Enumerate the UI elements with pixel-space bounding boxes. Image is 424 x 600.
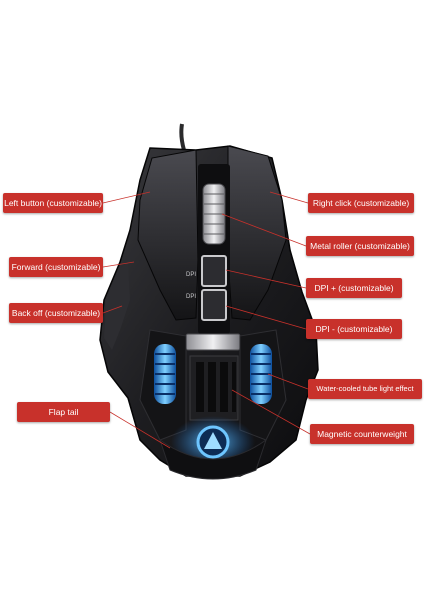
callout-dpi-plus: DPI + (customizable)	[306, 278, 402, 298]
callout-right-click: Right click (customizable)	[308, 193, 414, 213]
leader-lines	[102, 191, 311, 449]
callout-water-cooled: Water-cooled tube light effect	[308, 379, 422, 399]
metal-roller	[202, 183, 226, 245]
dpi-plus-button	[201, 255, 227, 287]
logo-icon	[204, 432, 222, 449]
callout-left-button: Left button (customizable)	[3, 193, 103, 213]
metal-bridge	[185, 333, 241, 351]
dpi-minus-button	[201, 289, 227, 321]
mouse-cable	[179, 123, 186, 151]
callout-dpi-minus: DPI - (customizable)	[306, 319, 402, 339]
dpi-label-lower: DPI	[186, 294, 196, 300]
callout-back-off: Back off (customizable)	[9, 303, 103, 323]
left-button-shape	[137, 149, 199, 321]
water-cooled-tube-right	[250, 344, 272, 404]
callout-flap-tail: Flap tail	[17, 402, 110, 422]
callout-magnetic-counterweight: Magnetic counterweight	[310, 424, 414, 444]
callout-metal-roller: Metal roller (customizable)	[306, 236, 414, 256]
magnetic-counterweight	[189, 355, 239, 421]
water-cooled-tube-left	[154, 344, 176, 404]
flap-tail	[159, 438, 267, 480]
left-grip	[104, 262, 130, 350]
dpi-label-upper: DPI	[186, 272, 196, 278]
callout-forward: Forward (customizable)	[9, 257, 103, 277]
